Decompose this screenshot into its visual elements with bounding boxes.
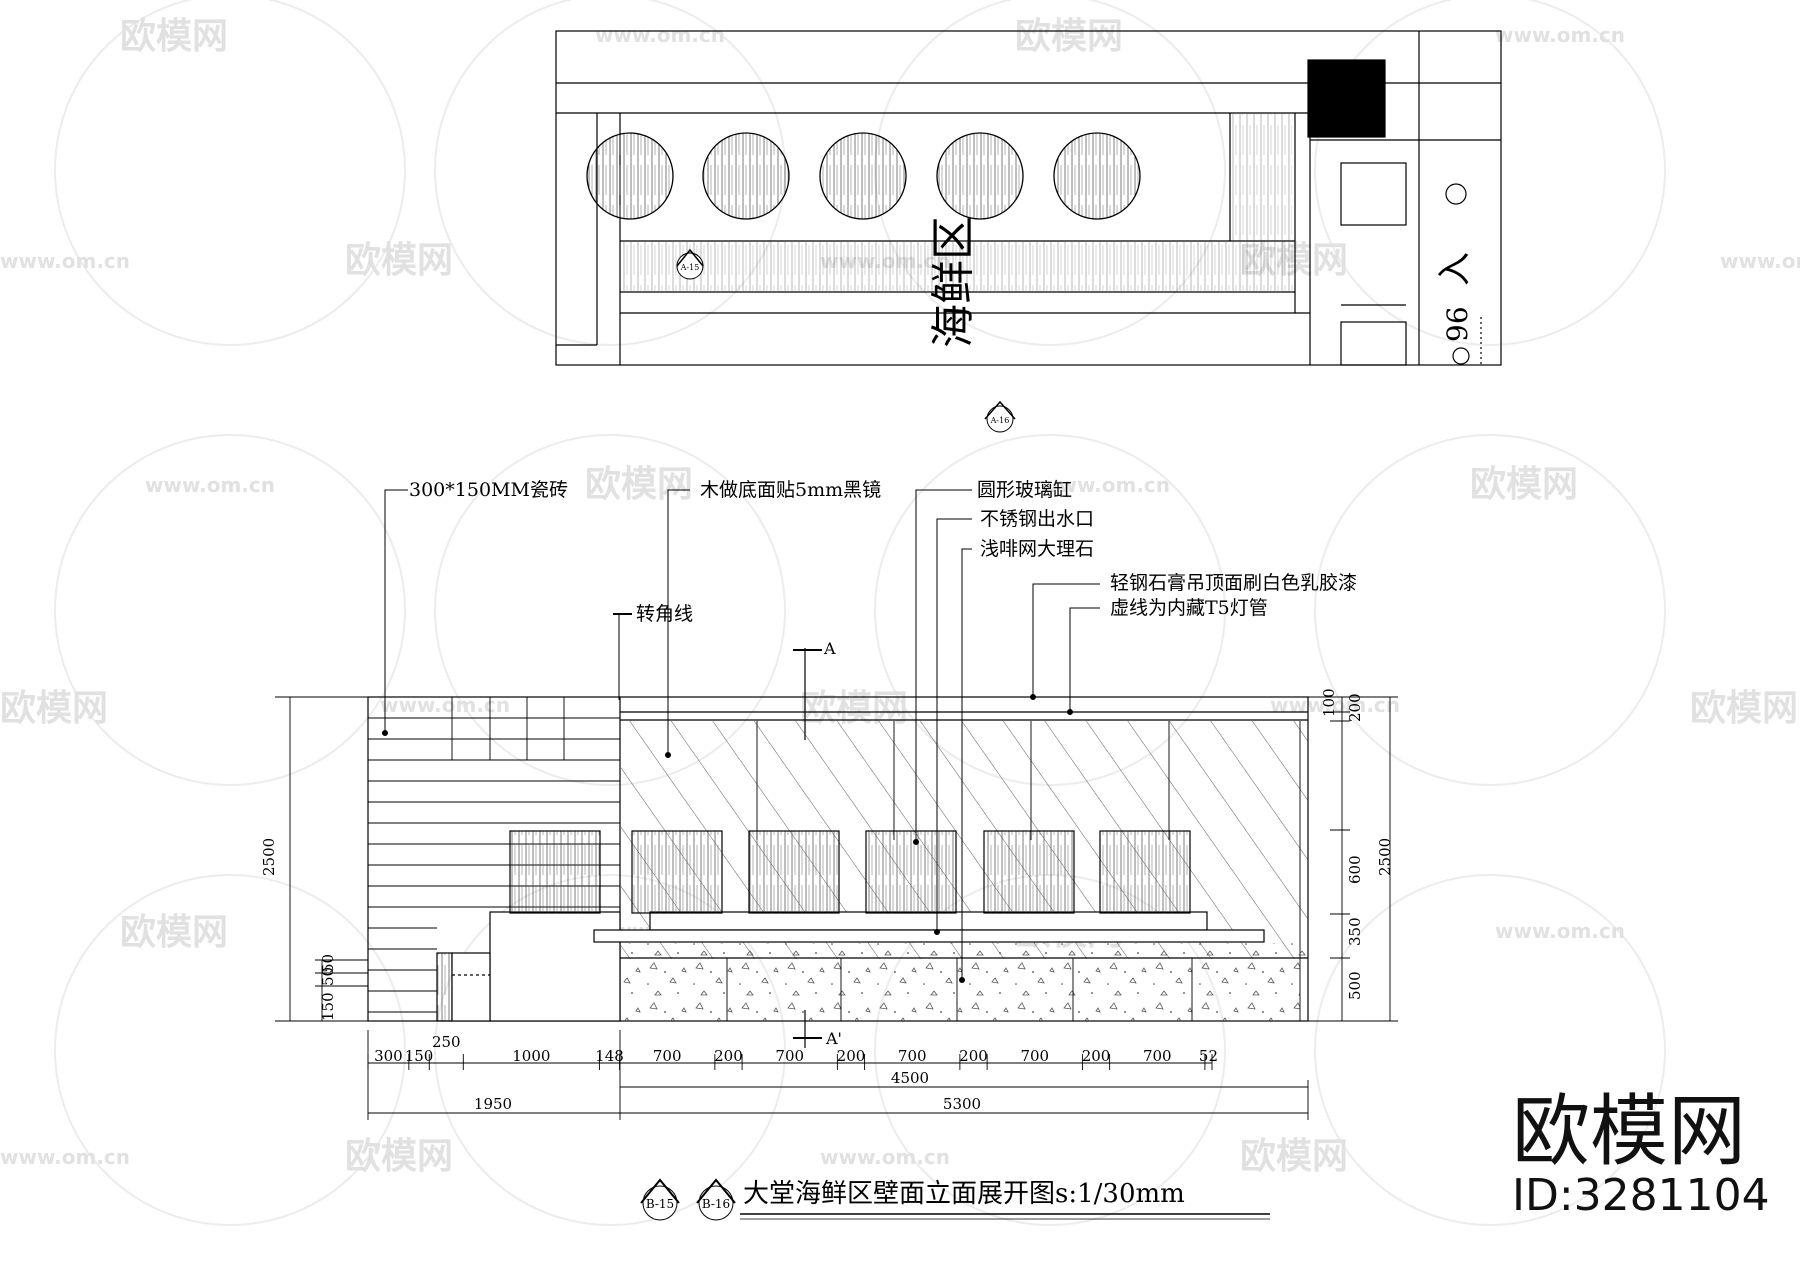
plan-tank-circle (819, 132, 907, 220)
plan-tanks (586, 132, 1141, 220)
plan-tank-circle (702, 132, 790, 220)
elevation-tank (1099, 830, 1191, 914)
section-mark-bottom: A' (825, 1029, 842, 1048)
plan-drain (1452, 347, 1470, 365)
annotation-corner: 转角线 (636, 603, 693, 625)
dim-left-small-3: 150 (319, 992, 337, 1021)
title-tag-right: B-16 (702, 1197, 730, 1211)
plan-tank-circle (1053, 132, 1141, 220)
dim-right-level-2: 350 (1346, 917, 1364, 946)
svg-text:A-15: A-15 (680, 263, 700, 272)
dim-row1-label: 52 (1199, 1047, 1218, 1065)
watermark-url: www.om.cn (0, 1145, 130, 1169)
annotation-tile: 300*150MM瓷砖 (409, 479, 568, 501)
watermark-brand: 欧模网 (1690, 688, 1798, 729)
plan-column (1307, 59, 1386, 138)
dim-row1-label: 700 (1020, 1047, 1049, 1065)
watermark-url: www.om.cn (820, 1145, 950, 1169)
marble-joints (726, 958, 1301, 1021)
annotation-marble: 浅啡网大理石 (980, 538, 1094, 560)
plan-tank-circle (586, 132, 674, 220)
plan-number: 96 (1441, 306, 1474, 342)
title-block: B-15 B-16 大堂海鲜区壁面立面展开图s:1/30mm (640, 1178, 1270, 1221)
dim-row1-label: 1000 (512, 1047, 550, 1065)
dim-row3-right: 5300 (943, 1095, 981, 1113)
dim-left-small-2: 50 (319, 967, 337, 986)
watermark-url: www.om.cn (1495, 23, 1625, 47)
dim-right-top-2: 200 (1346, 693, 1364, 722)
leader-lines (382, 489, 1100, 1039)
annotation-outlet: 不锈钢出水口 (980, 508, 1094, 530)
elevation-tank (748, 830, 840, 914)
watermark-brand: 欧模网 (1240, 1136, 1348, 1177)
dim-left-small-1: 50 (319, 954, 337, 973)
elevation-tank (631, 830, 723, 914)
dim-right-height: 2500 (1376, 838, 1394, 876)
dim-row1-label: 148 (595, 1047, 624, 1065)
dim-row1-label: 700 (775, 1047, 804, 1065)
watermark-brand: 欧模网 (585, 464, 693, 505)
annotation-mirror: 木做底面贴5mm黑镜 (700, 479, 881, 501)
plan-entry-label: 入 (1435, 252, 1475, 286)
dim-row1-label: 700 (1143, 1047, 1172, 1065)
dim-row1-label: 700 (898, 1047, 927, 1065)
dim-row1-label: 200 (837, 1047, 866, 1065)
svg-text:A-16: A-16 (990, 416, 1010, 425)
watermark-url: www.om.cn (595, 23, 725, 47)
plan-drain (1445, 183, 1467, 205)
watermark-url: www.om.cn (1720, 249, 1800, 273)
dim-row3-left: 1950 (474, 1095, 512, 1113)
dim-row1-label: 300 (374, 1047, 403, 1065)
watermark-brand: 欧模网 (345, 240, 453, 281)
watermark-brand: 欧模网 (120, 912, 228, 953)
dim-left-height: 2500 (260, 838, 278, 876)
watermark-url: www.om.cn (1495, 919, 1625, 943)
dim-row1-label: 150 (405, 1047, 434, 1065)
watermark-brand: 欧模网 (120, 16, 228, 57)
mirror-panels (756, 721, 1301, 958)
elevation-tank (509, 830, 601, 914)
section-tag-a16: A-16 (984, 400, 1016, 433)
dim-row2-total: 4500 (891, 1069, 929, 1087)
dim-row1-label: 200 (1082, 1047, 1111, 1065)
plan-zone-label: 海鲜区 (928, 216, 979, 348)
dim-right-level-3: 500 (1346, 971, 1364, 1000)
dim-row1-label: 250 (432, 1033, 461, 1051)
brand-logo-text: 欧模网 (1512, 1087, 1746, 1177)
annotation-ceiling: 轻钢石膏吊顶面刷白色乳胶漆 (1110, 571, 1357, 594)
section-tag-a15: A-15 (676, 248, 704, 280)
dim-right-level-1: 600 (1346, 855, 1364, 884)
dim-row1-label: 200 (959, 1047, 988, 1065)
section-mark-top: A (823, 639, 836, 658)
dim-row1-label: 700 (653, 1047, 682, 1065)
watermark-url: www.om.cn (1040, 473, 1170, 497)
elevation-tank (983, 830, 1075, 914)
plan-tank-circle (936, 132, 1024, 220)
annotation-light: 虚线为内藏T5灯管 (1110, 597, 1268, 619)
dimension-lines (275, 696, 1398, 1120)
dim-right-top-1: 100 (1320, 688, 1338, 717)
watermark-brand: 欧模网 (1015, 16, 1123, 57)
elevation-tanks (509, 830, 1191, 914)
dim-row1-label: 200 (714, 1047, 743, 1065)
annotation-tank: 圆形玻璃缸 (977, 479, 1072, 501)
title-tag-left: B-15 (646, 1197, 674, 1211)
watermark-brand: 欧模网 (1470, 464, 1578, 505)
drawing-title: 大堂海鲜区壁面立面展开图s:1/30mm (743, 1179, 1185, 1209)
brand-id: ID:3281104 (1512, 1170, 1770, 1221)
watermark-url: www.om.cn (0, 249, 130, 273)
watermark-brand: 欧模网 (345, 1136, 453, 1177)
watermark-brand: 欧模网 (0, 688, 108, 729)
plan-view (555, 30, 1502, 366)
watermark-url: www.om.cn (145, 473, 275, 497)
elevation-tank (865, 830, 957, 914)
elevation-view (367, 648, 1309, 1048)
